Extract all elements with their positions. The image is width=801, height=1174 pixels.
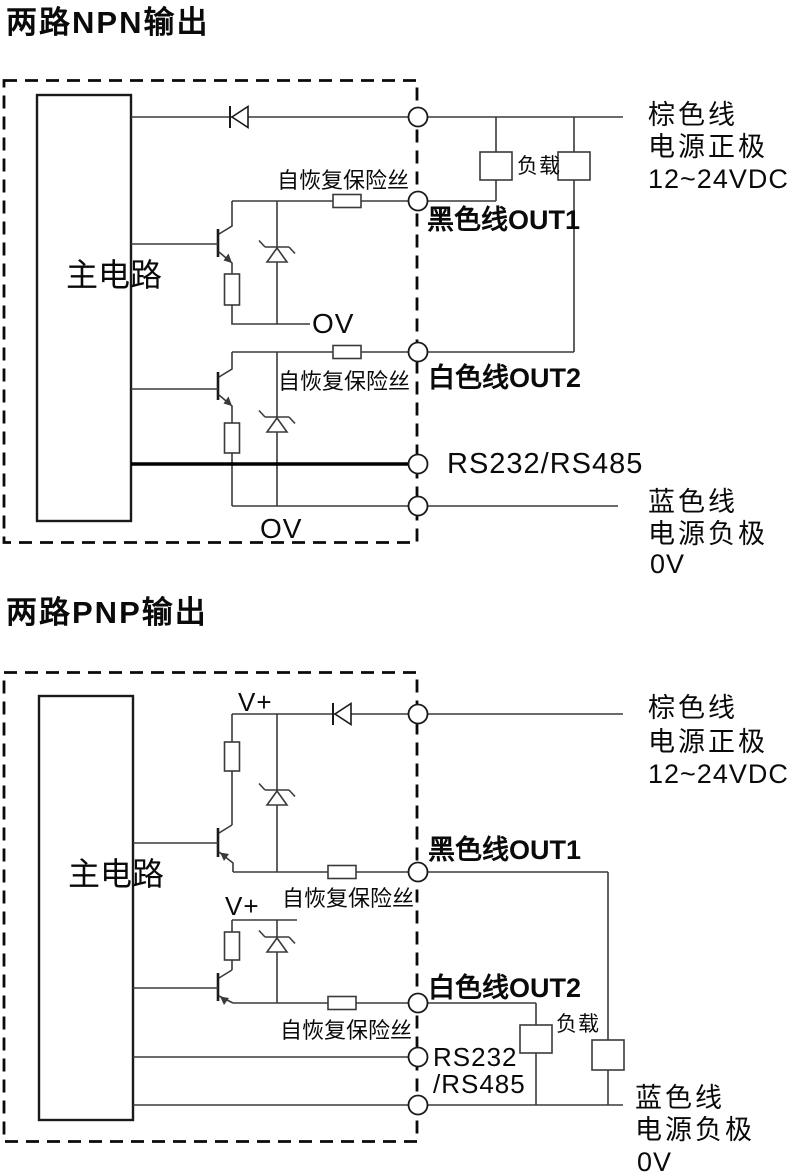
npn-brown-label-line2: 电源正极 bbox=[648, 132, 768, 162]
npn-ov2-label: OV bbox=[260, 513, 303, 544]
npn-zener2-icon bbox=[258, 352, 296, 506]
npn-load1-box bbox=[479, 151, 513, 181]
pnp-vplus1-label: V+ bbox=[238, 687, 273, 717]
pnp-terminal-brown bbox=[407, 703, 429, 725]
npn-terminal-brown bbox=[407, 106, 429, 128]
pnp-zener2-icon bbox=[258, 920, 296, 1003]
pnp-vplus2-label: V+ bbox=[225, 891, 260, 921]
pnp-terminal-rs bbox=[407, 1046, 429, 1068]
npn-dashed-boundary bbox=[2, 79, 419, 544]
pnp-load-label: 负载 bbox=[556, 1013, 600, 1036]
npn-transistor1-icon bbox=[131, 201, 233, 274]
npn-rs-label: RS232/RS485 bbox=[447, 448, 644, 480]
pnp-terminals bbox=[407, 703, 429, 1116]
npn-ov1-label: OV bbox=[312, 308, 355, 339]
npn-fuse2-icon bbox=[332, 344, 362, 360]
npn-blue-label-line1: 蓝色线 bbox=[648, 487, 738, 517]
pnp-main-box-label: 主电路 bbox=[68, 858, 164, 891]
npn-fuse1-label: 自恢复保险丝 bbox=[277, 168, 410, 193]
pnp-fuse2-icon bbox=[327, 995, 357, 1011]
pnp-circuit bbox=[2, 671, 625, 1143]
pnp-resistor2 bbox=[223, 931, 241, 961]
pnp-blue-label-line3: 0V bbox=[637, 1147, 673, 1174]
pnp-fuse1-icon bbox=[327, 864, 357, 880]
pnp-out2-wire bbox=[233, 1002, 537, 1025]
npn-terminals bbox=[407, 106, 429, 517]
pnp-brown-label-line1: 棕色线 bbox=[648, 693, 738, 723]
npn-transistor2-icon bbox=[131, 352, 233, 423]
npn-main-circuit-box bbox=[35, 93, 133, 523]
npn-resistor2 bbox=[223, 422, 241, 454]
pnp-transistor2-icon bbox=[133, 969, 234, 1005]
pnp-terminal-out2 bbox=[407, 992, 429, 1014]
pnp-brown-label-line3: 12~24VDC bbox=[648, 759, 789, 789]
pnp-out2-label: 白色线OUT2 bbox=[428, 973, 582, 1003]
pnp-terminal-out1 bbox=[407, 861, 429, 883]
npn-ov1-wire bbox=[231, 305, 310, 325]
npn-brown-label-line1: 棕色线 bbox=[648, 100, 738, 130]
npn-fuse1-icon bbox=[332, 193, 362, 209]
pnp-diode-icon bbox=[332, 702, 352, 726]
pnp-terminal-blue bbox=[407, 1094, 429, 1116]
pnp-brown-label-line2: 电源正极 bbox=[648, 727, 768, 757]
npn-brown-label-line3: 12~24VDC bbox=[648, 164, 789, 194]
npn-terminal-blue bbox=[407, 495, 429, 517]
pnp-rs-label-line2: /RS485 bbox=[433, 1069, 526, 1099]
pnp-blue-label-line1: 蓝色线 bbox=[635, 1083, 725, 1113]
pnp-resistor1 bbox=[223, 741, 241, 772]
npn-title: 两路NPN输出 bbox=[6, 5, 210, 40]
npn-terminal-out1 bbox=[407, 190, 429, 212]
npn-fuse2-label: 自恢复保险丝 bbox=[278, 369, 411, 394]
pnp-zener1-icon bbox=[258, 714, 296, 872]
pnp-blue-label-line2: 电源负极 bbox=[635, 1115, 755, 1145]
npn-terminal-rs bbox=[407, 453, 429, 475]
npn-zener1-icon bbox=[258, 201, 296, 324]
npn-diode-icon bbox=[229, 105, 249, 129]
npn-circuit bbox=[2, 79, 623, 544]
pnp-rs-label-line1: RS232 bbox=[433, 1042, 518, 1072]
pnp-out1-label: 黑色线OUT1 bbox=[428, 835, 582, 865]
npn-blue-label-line2: 电源负极 bbox=[648, 519, 768, 549]
pnp-title: 两路PNP输出 bbox=[6, 595, 208, 630]
npn-load2-box bbox=[557, 151, 591, 181]
pnp-load1-box bbox=[519, 1024, 553, 1054]
npn-resistor1 bbox=[223, 273, 241, 306]
pnp-fuse2-label: 自恢复保险丝 bbox=[280, 1018, 413, 1043]
npn-main-box-label: 主电路 bbox=[66, 259, 162, 292]
pnp-load2-box bbox=[591, 1039, 625, 1071]
npn-out1-label: 黑色线OUT1 bbox=[427, 205, 581, 235]
npn-blue-label-line3: 0V bbox=[650, 549, 686, 579]
npn-load-label: 负载 bbox=[517, 155, 561, 178]
npn-out2-label: 白色线OUT2 bbox=[428, 363, 582, 393]
pnp-transistor1-icon bbox=[133, 824, 234, 872]
pnp-fuse1-label: 自恢复保险丝 bbox=[282, 886, 415, 911]
npn-terminal-out2 bbox=[407, 341, 429, 363]
pnp-main-circuit-box bbox=[37, 694, 135, 1122]
